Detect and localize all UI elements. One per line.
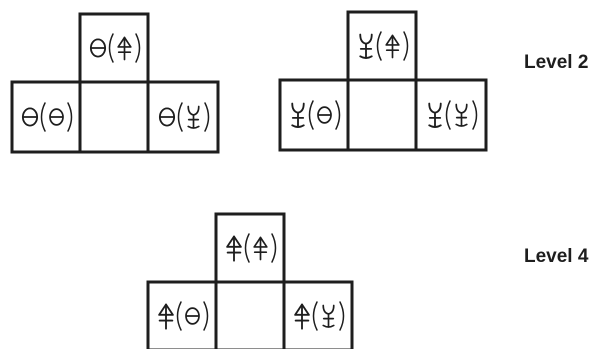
inner-symbol [317,106,332,124]
theta-icon [21,107,39,127]
inner-symbol [49,108,64,126]
theta-icon [158,107,176,127]
inner-symbol [385,34,400,59]
level-2-label: Level 2 [524,52,589,73]
inner-symbol [185,307,200,325]
right-parenthesis [335,100,341,130]
level4-grid [146,212,354,349]
inner-symbol [322,304,335,328]
outer-symbol [226,235,242,262]
grid-cell-left [146,280,218,349]
left-parenthesis [244,233,250,263]
right-parenthesis [135,33,141,63]
right-parenthesis [204,102,210,132]
level4-grid-left-content [158,301,209,331]
trident-icon [322,304,335,328]
left-parenthesis [376,31,382,61]
outer-symbol [359,33,373,59]
right-parenthesis [472,100,478,130]
left-parenthesis [40,102,46,132]
outer-symbol [158,303,174,330]
level4-grid-top-content [226,233,277,263]
outer-symbol [89,38,107,58]
level2-grid-a-right-content [158,102,210,132]
grid-cell-center [346,78,418,152]
inner-symbol [187,105,200,129]
right-parenthesis [403,31,409,61]
outer-symbol [21,107,39,127]
trident-icon [455,103,468,127]
trident-icon [291,102,305,128]
level2-grid-b-top-content [359,31,409,61]
grid-cell-center [214,280,286,349]
trident-icon [428,102,442,128]
outer-symbol [158,107,176,127]
theta-icon [317,106,332,124]
right-parenthesis [271,233,277,263]
grid-cell-right [146,80,220,154]
inner-symbol [253,236,268,261]
outer-symbol [294,303,310,330]
level2-grid-b-left-content [291,100,341,130]
grid-cell-center [78,80,150,154]
level4-grid-right-content [294,301,345,331]
right-parenthesis [203,301,209,331]
left-parenthesis [177,102,183,132]
left-parenthesis [308,100,314,130]
inner-symbol [117,36,132,61]
level2-grid-a-top-content [89,33,141,63]
grid-cell-top [214,212,286,284]
grid-cell-top [346,10,418,82]
level-4-label: Level 4 [524,246,589,267]
theta-icon [49,108,64,126]
left-parenthesis [108,33,114,63]
level2-grid-a-left-content [21,102,73,132]
left-parenthesis [445,100,451,130]
left-parenthesis [176,301,182,331]
level2-grid-b-right-content [428,100,478,130]
tree-icon [158,303,174,330]
trident-icon [359,33,373,59]
trident-icon [187,105,200,129]
tree-icon [294,303,310,330]
tree-icon [253,236,268,261]
tree-icon [226,235,242,262]
grid-cell-right [282,280,354,349]
tree-icon [117,36,132,61]
level2-grid-a [10,12,220,154]
grid-cell-right [414,78,488,152]
left-parenthesis [312,301,318,331]
theta-icon [89,38,107,58]
outer-symbol [428,102,442,128]
theta-icon [185,307,200,325]
tree-icon [385,34,400,59]
level2-grid-b [278,10,488,152]
right-parenthesis [339,301,345,331]
outer-symbol [291,102,305,128]
right-parenthesis [67,102,73,132]
inner-symbol [455,103,468,127]
grid-cell-left [278,78,350,152]
